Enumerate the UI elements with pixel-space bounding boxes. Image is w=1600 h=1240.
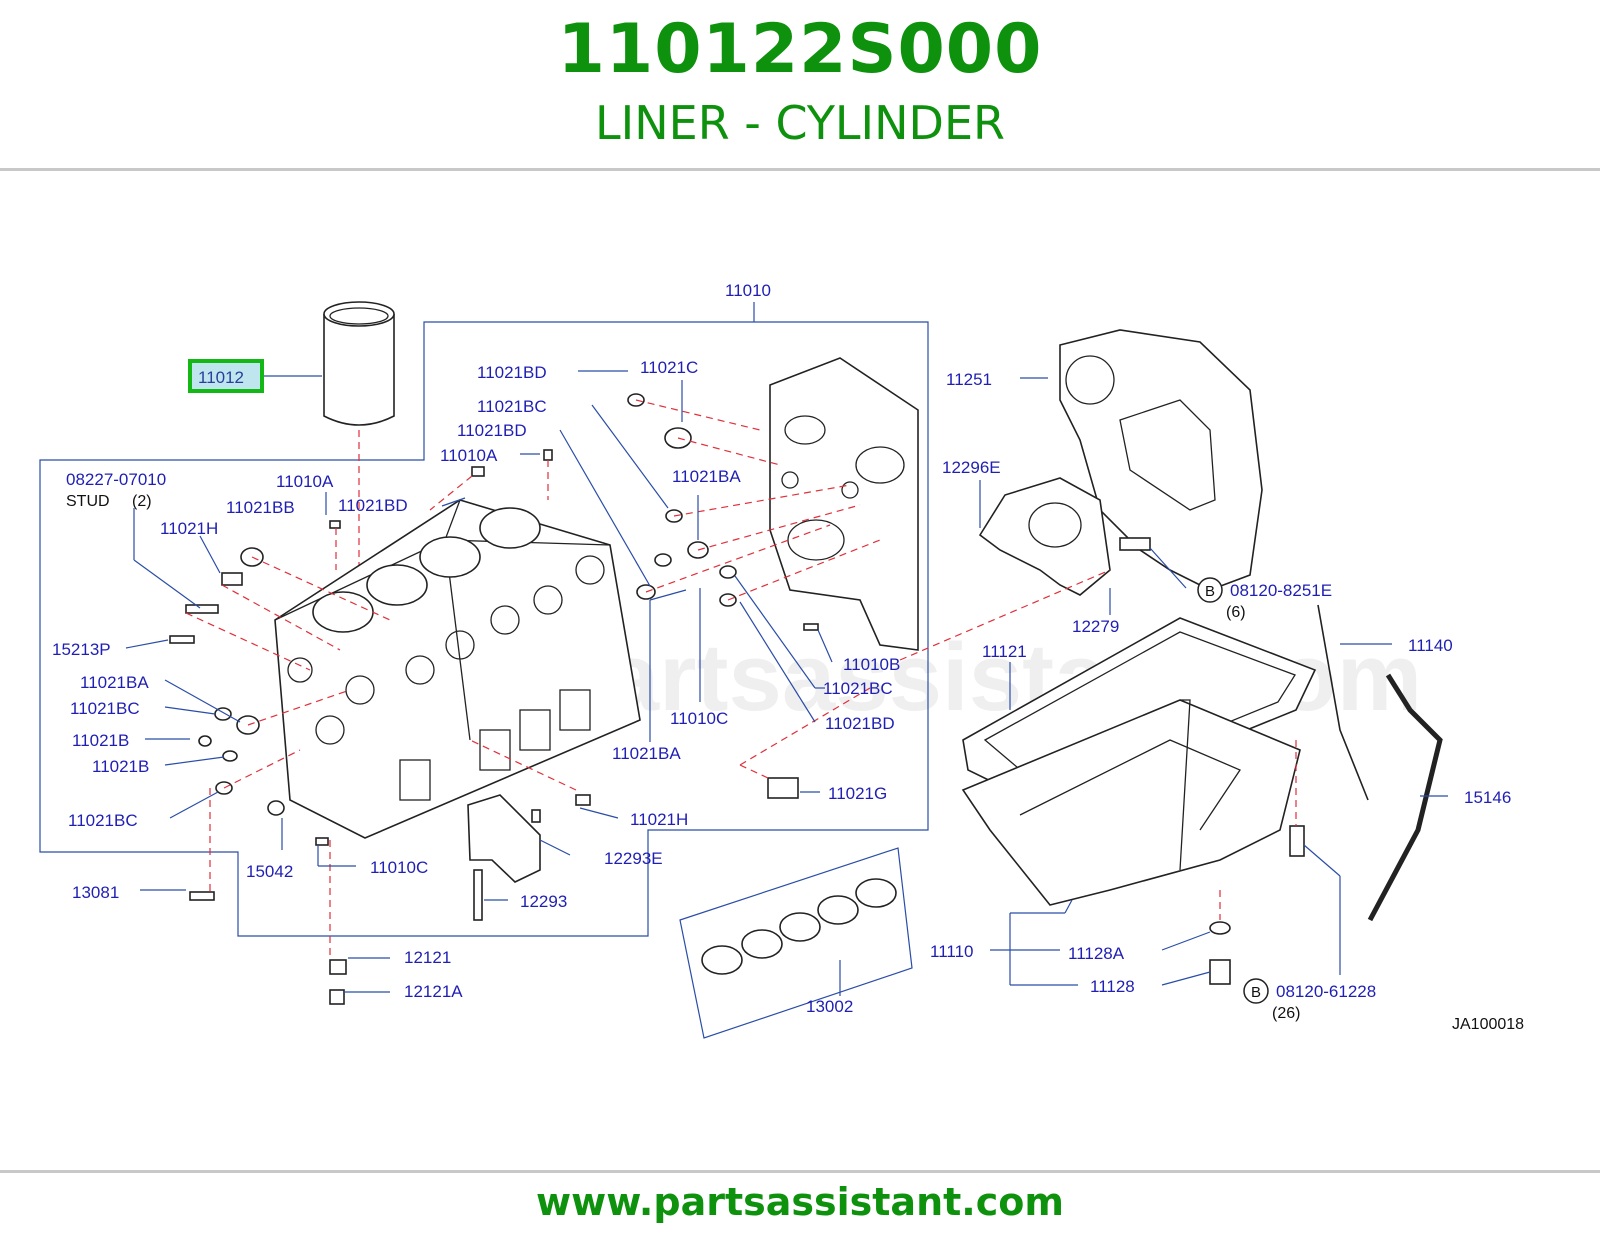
callout-11140[interactable]: 11140 (1408, 636, 1453, 655)
callout-11021bc[interactable]: 11021BC (70, 699, 140, 718)
drain-bolts (329, 959, 347, 1005)
callout-11010a[interactable]: 11010A (276, 472, 334, 491)
callout-11121[interactable]: 11121 (982, 642, 1027, 661)
cylinder-block-rear-view[interactable] (769, 357, 919, 651)
oil-pan-part[interactable] (961, 699, 1301, 906)
callout-15042[interactable]: 15042 (246, 862, 293, 881)
cylinder-block-frame (39, 321, 929, 937)
dipstick-guide-part[interactable] (1367, 673, 1443, 922)
callout-11021bc[interactable]: 11021BC (477, 397, 547, 416)
callout-11021bd[interactable]: 11021BD (477, 363, 547, 382)
diagram-reference-code: JA100018 (1452, 1016, 1524, 1033)
callout-11021bd[interactable]: 11021BD (825, 714, 895, 733)
callout-11021ba[interactable]: 11021BA (80, 673, 149, 692)
callout-11021bd[interactable]: 11021BD (338, 496, 408, 515)
bottom-divider (0, 1170, 1600, 1173)
callout-08227-07010[interactable]: 08227-07010 (66, 470, 166, 489)
callout-11021ba[interactable]: 11021BA (612, 744, 681, 763)
red-guide-lines (185, 399, 1297, 960)
callout-11128a[interactable]: 11128A (1068, 944, 1125, 963)
callout-11021h[interactable]: 11021H (630, 810, 688, 829)
bolt-symbol-circle (1243, 978, 1269, 1004)
rear-plate-part[interactable] (1059, 329, 1263, 591)
callout-13081[interactable]: 13081 (72, 883, 119, 902)
bearing-set-frame (679, 847, 913, 1039)
callout-13002[interactable]: 13002 (806, 997, 853, 1016)
callout-11110[interactable]: 11110 (930, 942, 974, 961)
bolt-symbol-circle (1197, 577, 1223, 603)
callout-11021b[interactable]: 11021B (72, 731, 129, 750)
callout-11010[interactable]: 11010 (725, 281, 771, 300)
callout-11021b[interactable]: 11021B (92, 757, 149, 776)
callout-11128[interactable]: 11128 (1090, 977, 1135, 996)
callout-11021bc[interactable]: 11021BC (68, 811, 138, 830)
callout-11021bb[interactable]: 11021BB (226, 498, 295, 517)
callout-11010b[interactable]: 11010B (843, 655, 900, 674)
callout-12121a[interactable]: 12121A (404, 982, 463, 1001)
callout-12293e[interactable]: 12293E (604, 849, 663, 868)
callout-12296e[interactable]: 12296E (942, 458, 1001, 477)
top-divider (0, 168, 1600, 171)
bearing-set-part[interactable] (701, 878, 897, 975)
callout-08120-61228[interactable]: 08120-61228 (1276, 982, 1376, 1001)
callout-11021h[interactable]: 11021H (160, 519, 218, 538)
bolt-symbol-b: B (1251, 984, 1261, 1001)
callout-11021bc[interactable]: 11021BC (823, 679, 893, 698)
callout-12293[interactable]: 12293 (520, 892, 567, 911)
parts-diagram: www.partsassistant.com (39, 281, 1524, 1039)
callout-15146[interactable]: 15146 (1464, 788, 1511, 807)
callout-11010c[interactable]: 11010C (670, 709, 728, 728)
callout-12121[interactable]: 12121 (404, 948, 451, 967)
callout-11021g[interactable]: 11021G (828, 784, 887, 803)
callout-11021bd[interactable]: 11021BD (457, 421, 527, 440)
bolt-quantity: (26) (1272, 1005, 1300, 1022)
callout-15213p[interactable]: 15213P (52, 640, 111, 659)
rear-seal-retainer-part[interactable] (978, 477, 1151, 596)
cylinder-liner-part[interactable] (323, 301, 395, 426)
callout-11010a[interactable]: 11010A (440, 446, 498, 465)
callout-08120-8251e[interactable]: 08120-8251E (1230, 581, 1332, 600)
drain-plug-parts (1209, 825, 1305, 985)
part-name-subtitle: LINER - CYLINDER (595, 96, 1005, 150)
callout-11021ba[interactable]: 11021BA (672, 467, 741, 486)
dipstick-part[interactable] (1317, 604, 1369, 801)
callout-11010c[interactable]: 11010C (370, 858, 428, 877)
main-bearing-cap[interactable] (467, 794, 541, 921)
stud-text: STUD (66, 493, 110, 510)
cylinder-block-part[interactable] (274, 499, 641, 839)
callout-11251[interactable]: 11251 (946, 370, 992, 389)
callout-11021c[interactable]: 11021C (640, 358, 698, 377)
bolt-symbol-b: B (1205, 583, 1215, 600)
leader-lines (125, 370, 1448, 993)
callout-12279[interactable]: 12279 (1072, 617, 1119, 636)
footer-website-link[interactable]: www.partsassistant.com (536, 1180, 1064, 1224)
callout-11012[interactable]: 11012 (198, 368, 244, 387)
stud-quantity: (2) (132, 493, 152, 510)
part-number-title: 110122S000 (557, 10, 1043, 89)
highlighted-part-box[interactable] (188, 359, 264, 393)
bolt-quantity: (6) (1226, 604, 1246, 621)
